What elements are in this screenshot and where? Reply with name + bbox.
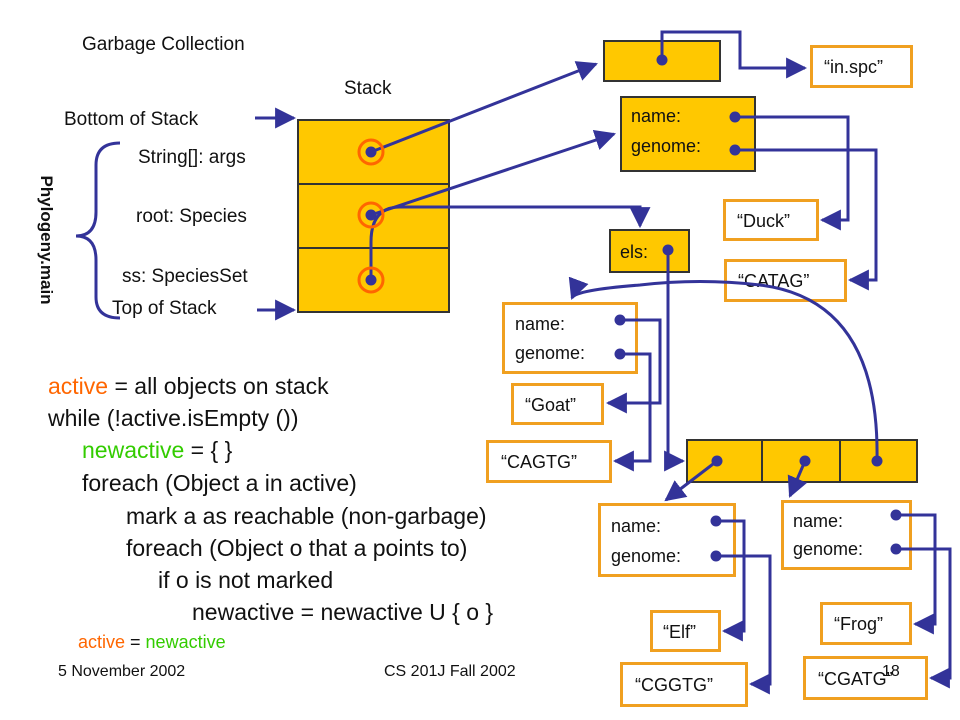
pointer-array-0 [664,459,718,502]
pointer-array-1 [787,460,808,498]
algo-text: = { } [184,437,233,463]
string-text: “Goat” [525,395,577,415]
array-divider [839,439,841,483]
algo-line-6: foreach (Object o that a points to) [126,535,468,561]
bottom-of-stack-label: Bottom of Stack [64,109,199,130]
species-frog-object: name: genome: [781,500,912,570]
field-name: name: [515,314,566,334]
field-els: els: [620,242,649,262]
pointer-dot [729,111,741,123]
pointer-dot [365,209,377,221]
algo-text: = [125,632,146,652]
pointer-dot [871,455,883,467]
string-text: “in.spc” [824,57,884,77]
algo-text: = all objects on stack [108,373,329,399]
pointer-els [664,250,686,472]
species-duck-object: name: genome: [620,96,756,172]
string-text: “CGATG” [818,669,893,689]
pointer-goat-genome [612,352,652,472]
string-goat: “Goat” [511,383,604,425]
pointer-args-element [660,30,808,79]
keyword-active: active [48,373,109,399]
algo-line-5: mark a as reachable (non-garbage) [126,503,487,529]
marked-ring-root [357,201,385,229]
keyword-newactive: newactive [82,437,185,463]
pointer-elf-genome [716,554,772,695]
string-text: “CGGTG” [635,675,713,695]
field-genome: genome: [515,343,586,363]
pointer-frog-genome [896,547,952,689]
pointer-dot [662,244,674,256]
algo-line-3: newactive = { } [82,437,232,464]
string-text: “Elf” [663,622,696,642]
pointer-goat-name [605,318,662,414]
string-cgatg: “CGATG” [803,656,928,700]
pointer-dot [614,348,626,360]
marked-ring-args [357,138,385,166]
field-genome: genome: [611,546,682,566]
footer-page-number: 18 [882,663,900,680]
pointer-frog-name [896,513,937,635]
pointer-dot [710,550,722,562]
string-text: “CAGTG” [501,452,577,472]
field-name: name: [611,516,662,536]
algo-line-9: active = newactive [78,632,226,653]
pointer-root [370,130,616,217]
pointer-args [370,61,598,154]
stack-var-args: String[]: args [138,147,246,168]
keyword-active: active [78,632,126,652]
algo-line-8: newactive = newactive U { o } [192,599,494,625]
marked-ring-ss [357,266,385,294]
pointer-dot [365,274,377,286]
pointer-dot [711,455,723,467]
string-text: “Frog” [834,614,883,634]
pointer-array-2 [568,276,879,462]
species-goat-object: name: genome: [502,302,638,374]
pointer-dot [656,54,668,66]
algo-line-1: active = all objects on stack [48,373,329,400]
field-name: name: [793,511,844,531]
speciesset-object: els: [609,229,690,273]
stack-var-root: root: Species [136,206,247,227]
string-text: “Duck” [737,211,790,231]
algo-line-7: if o is not marked [158,567,334,593]
array-divider [761,439,763,483]
string-elf: “Elf” [650,610,721,652]
top-of-stack-label: Top of Stack [112,298,217,319]
frame-brace [75,141,121,320]
pointer-dot [614,314,626,326]
string-in-spc: “in.spc” [810,45,913,88]
string-cggtg: “CGGTG” [620,662,748,707]
keyword-newactive: newactive [145,632,226,652]
pointer-elf-name [716,519,746,642]
field-name: name: [631,106,682,126]
footer-course: CS 201J Fall 2002 [384,663,516,680]
field-genome: genome: [793,539,864,559]
algo-line-2: while (!active.isEmpty ()) [48,405,299,431]
pointer-duck-name [735,115,850,231]
pointer-duck-genome [735,148,878,291]
string-duck: “Duck” [723,199,819,241]
pointer-dot [365,146,377,158]
pointer-ss [369,205,651,280]
algo-line-4: foreach (Object a in active) [82,470,357,496]
string-cagtg: “CAGTG” [486,440,612,483]
pointer-dot [890,509,902,521]
footer-date: 5 November 2002 [58,663,186,680]
stack-var-ss: ss: SpeciesSet [122,266,248,287]
species-elf-object: name: genome: [598,503,736,577]
field-genome: genome: [631,136,702,156]
stack-heading: Stack [344,78,392,99]
pointer-dot [890,543,902,555]
pointer-dot [799,455,811,467]
slide-title: Garbage Collection [82,34,245,55]
pointer-dot [710,515,722,527]
pointer-dot [729,144,741,156]
string-frog: “Frog” [820,602,912,645]
